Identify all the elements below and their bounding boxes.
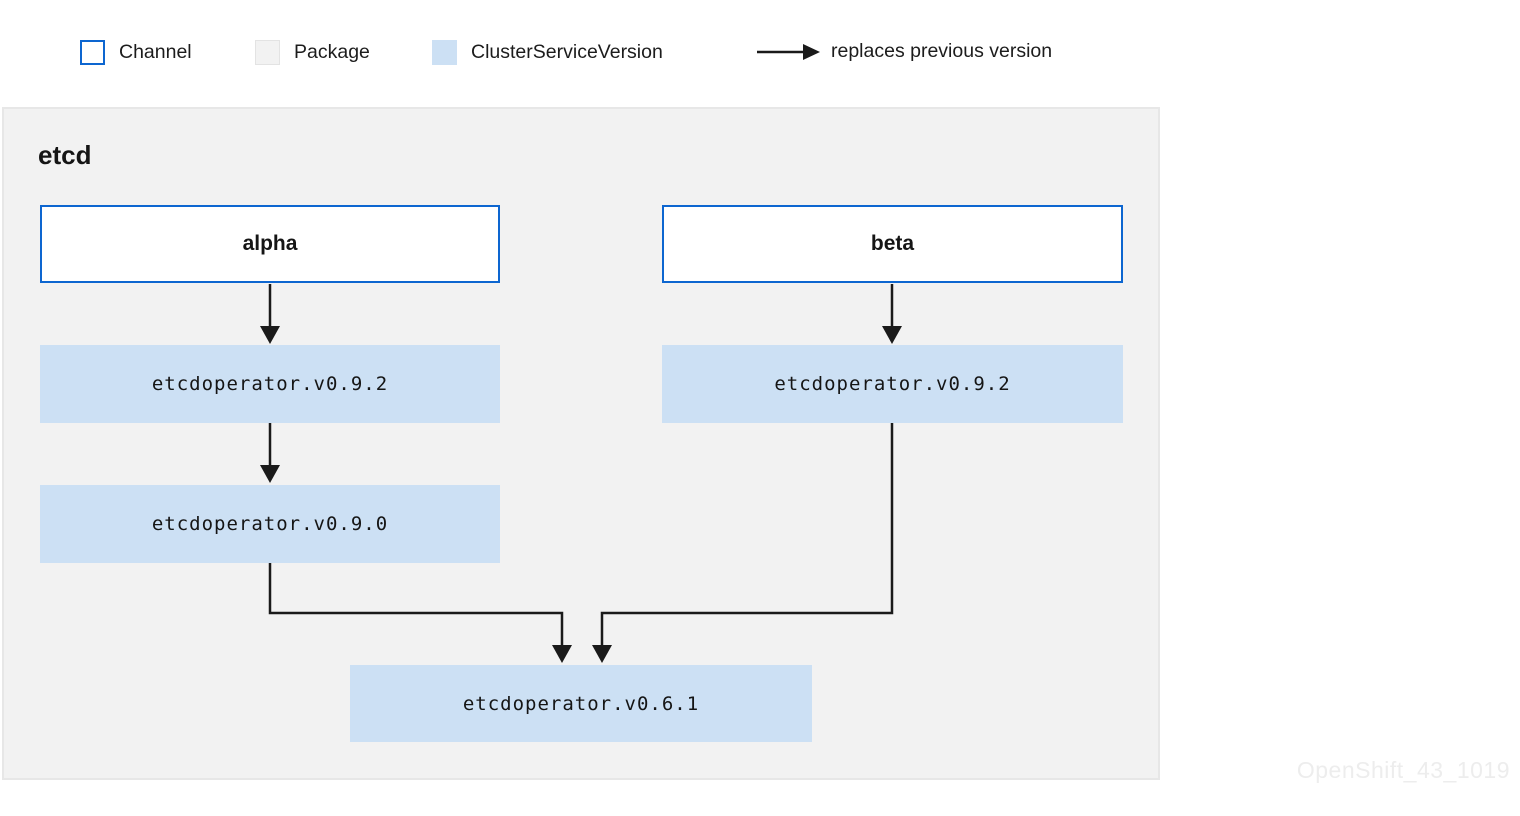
csv-node-beta-v092: etcdoperator.v0.9.2: [662, 345, 1123, 423]
watermark-text: OpenShift_43_1019: [1296, 757, 1510, 783]
channel-node-beta: beta: [662, 205, 1123, 283]
csv-shared-v061-label: etcdoperator.v0.6.1: [462, 692, 700, 715]
csv-alpha-v090-label: etcdoperator.v0.9.0: [151, 513, 389, 535]
legend-item-replaces-arrow: replaces previous version: [757, 40, 1052, 63]
replaces-arrow-icon: [757, 43, 820, 60]
legend-replaces-label: replaces previous version: [831, 40, 1053, 62]
legend-package-label: Package: [294, 41, 370, 63]
legend-channel-label: Channel: [119, 41, 192, 63]
legend-item-channel: Channel: [80, 40, 192, 65]
csv-node-alpha-v090: etcdoperator.v0.9.0: [40, 485, 500, 563]
channel-node-alpha: alpha: [40, 205, 500, 283]
channel-beta-label: beta: [870, 232, 915, 255]
package-swatch-icon: [255, 40, 280, 65]
csv-alpha-v092-label: etcdoperator.v0.9.2: [151, 373, 389, 395]
legend-item-package: Package: [255, 40, 370, 65]
legend-item-csv: ClusterServiceVersion: [432, 40, 663, 65]
channel-alpha-label: alpha: [242, 232, 298, 255]
channel-swatch-icon: [80, 40, 105, 65]
csv-beta-v092-label: etcdoperator.v0.9.2: [774, 373, 1011, 395]
csv-node-alpha-v092: etcdoperator.v0.9.2: [40, 345, 500, 423]
csv-node-shared-v061: etcdoperator.v0.6.1: [350, 665, 812, 742]
package-title: etcd: [38, 140, 92, 170]
csv-swatch-icon: [432, 40, 457, 65]
legend-csv-label: ClusterServiceVersion: [471, 41, 663, 63]
